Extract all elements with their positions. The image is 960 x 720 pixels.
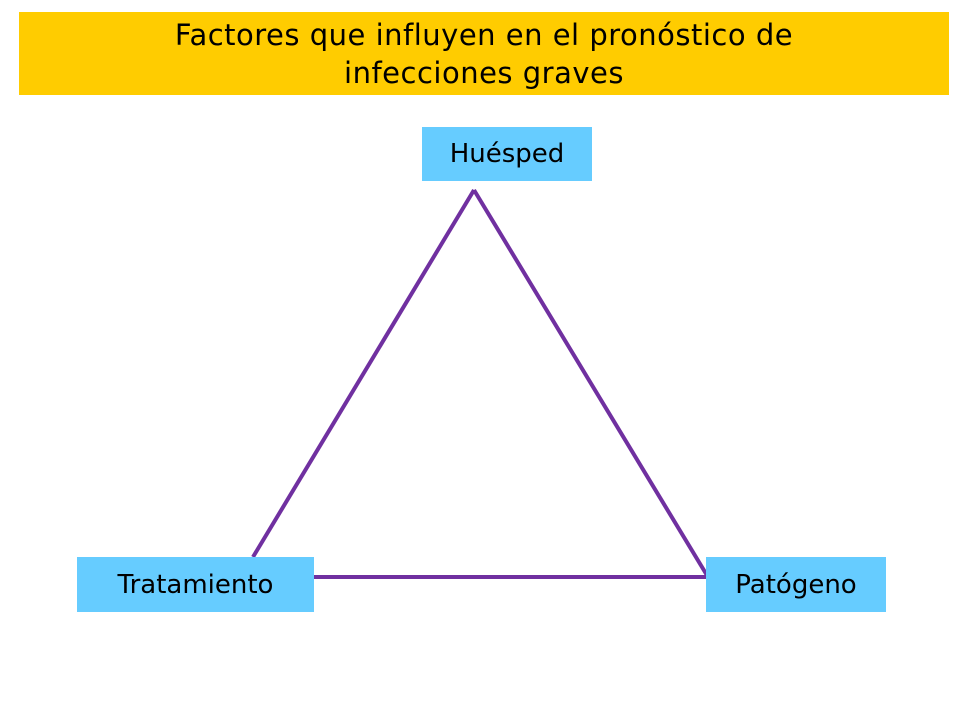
node-tratamiento: Tratamiento bbox=[77, 557, 314, 612]
title-banner: Factores que influyen en el pronóstico d… bbox=[19, 12, 949, 95]
slide-title: Factores que influyen en el pronóstico d… bbox=[174, 17, 794, 90]
node-huesped: Huésped bbox=[422, 127, 592, 181]
edge-huesped-tratamiento bbox=[251, 188, 476, 559]
edge-huesped-patogeno bbox=[472, 188, 710, 579]
node-patogeno: Patógeno bbox=[706, 557, 886, 612]
